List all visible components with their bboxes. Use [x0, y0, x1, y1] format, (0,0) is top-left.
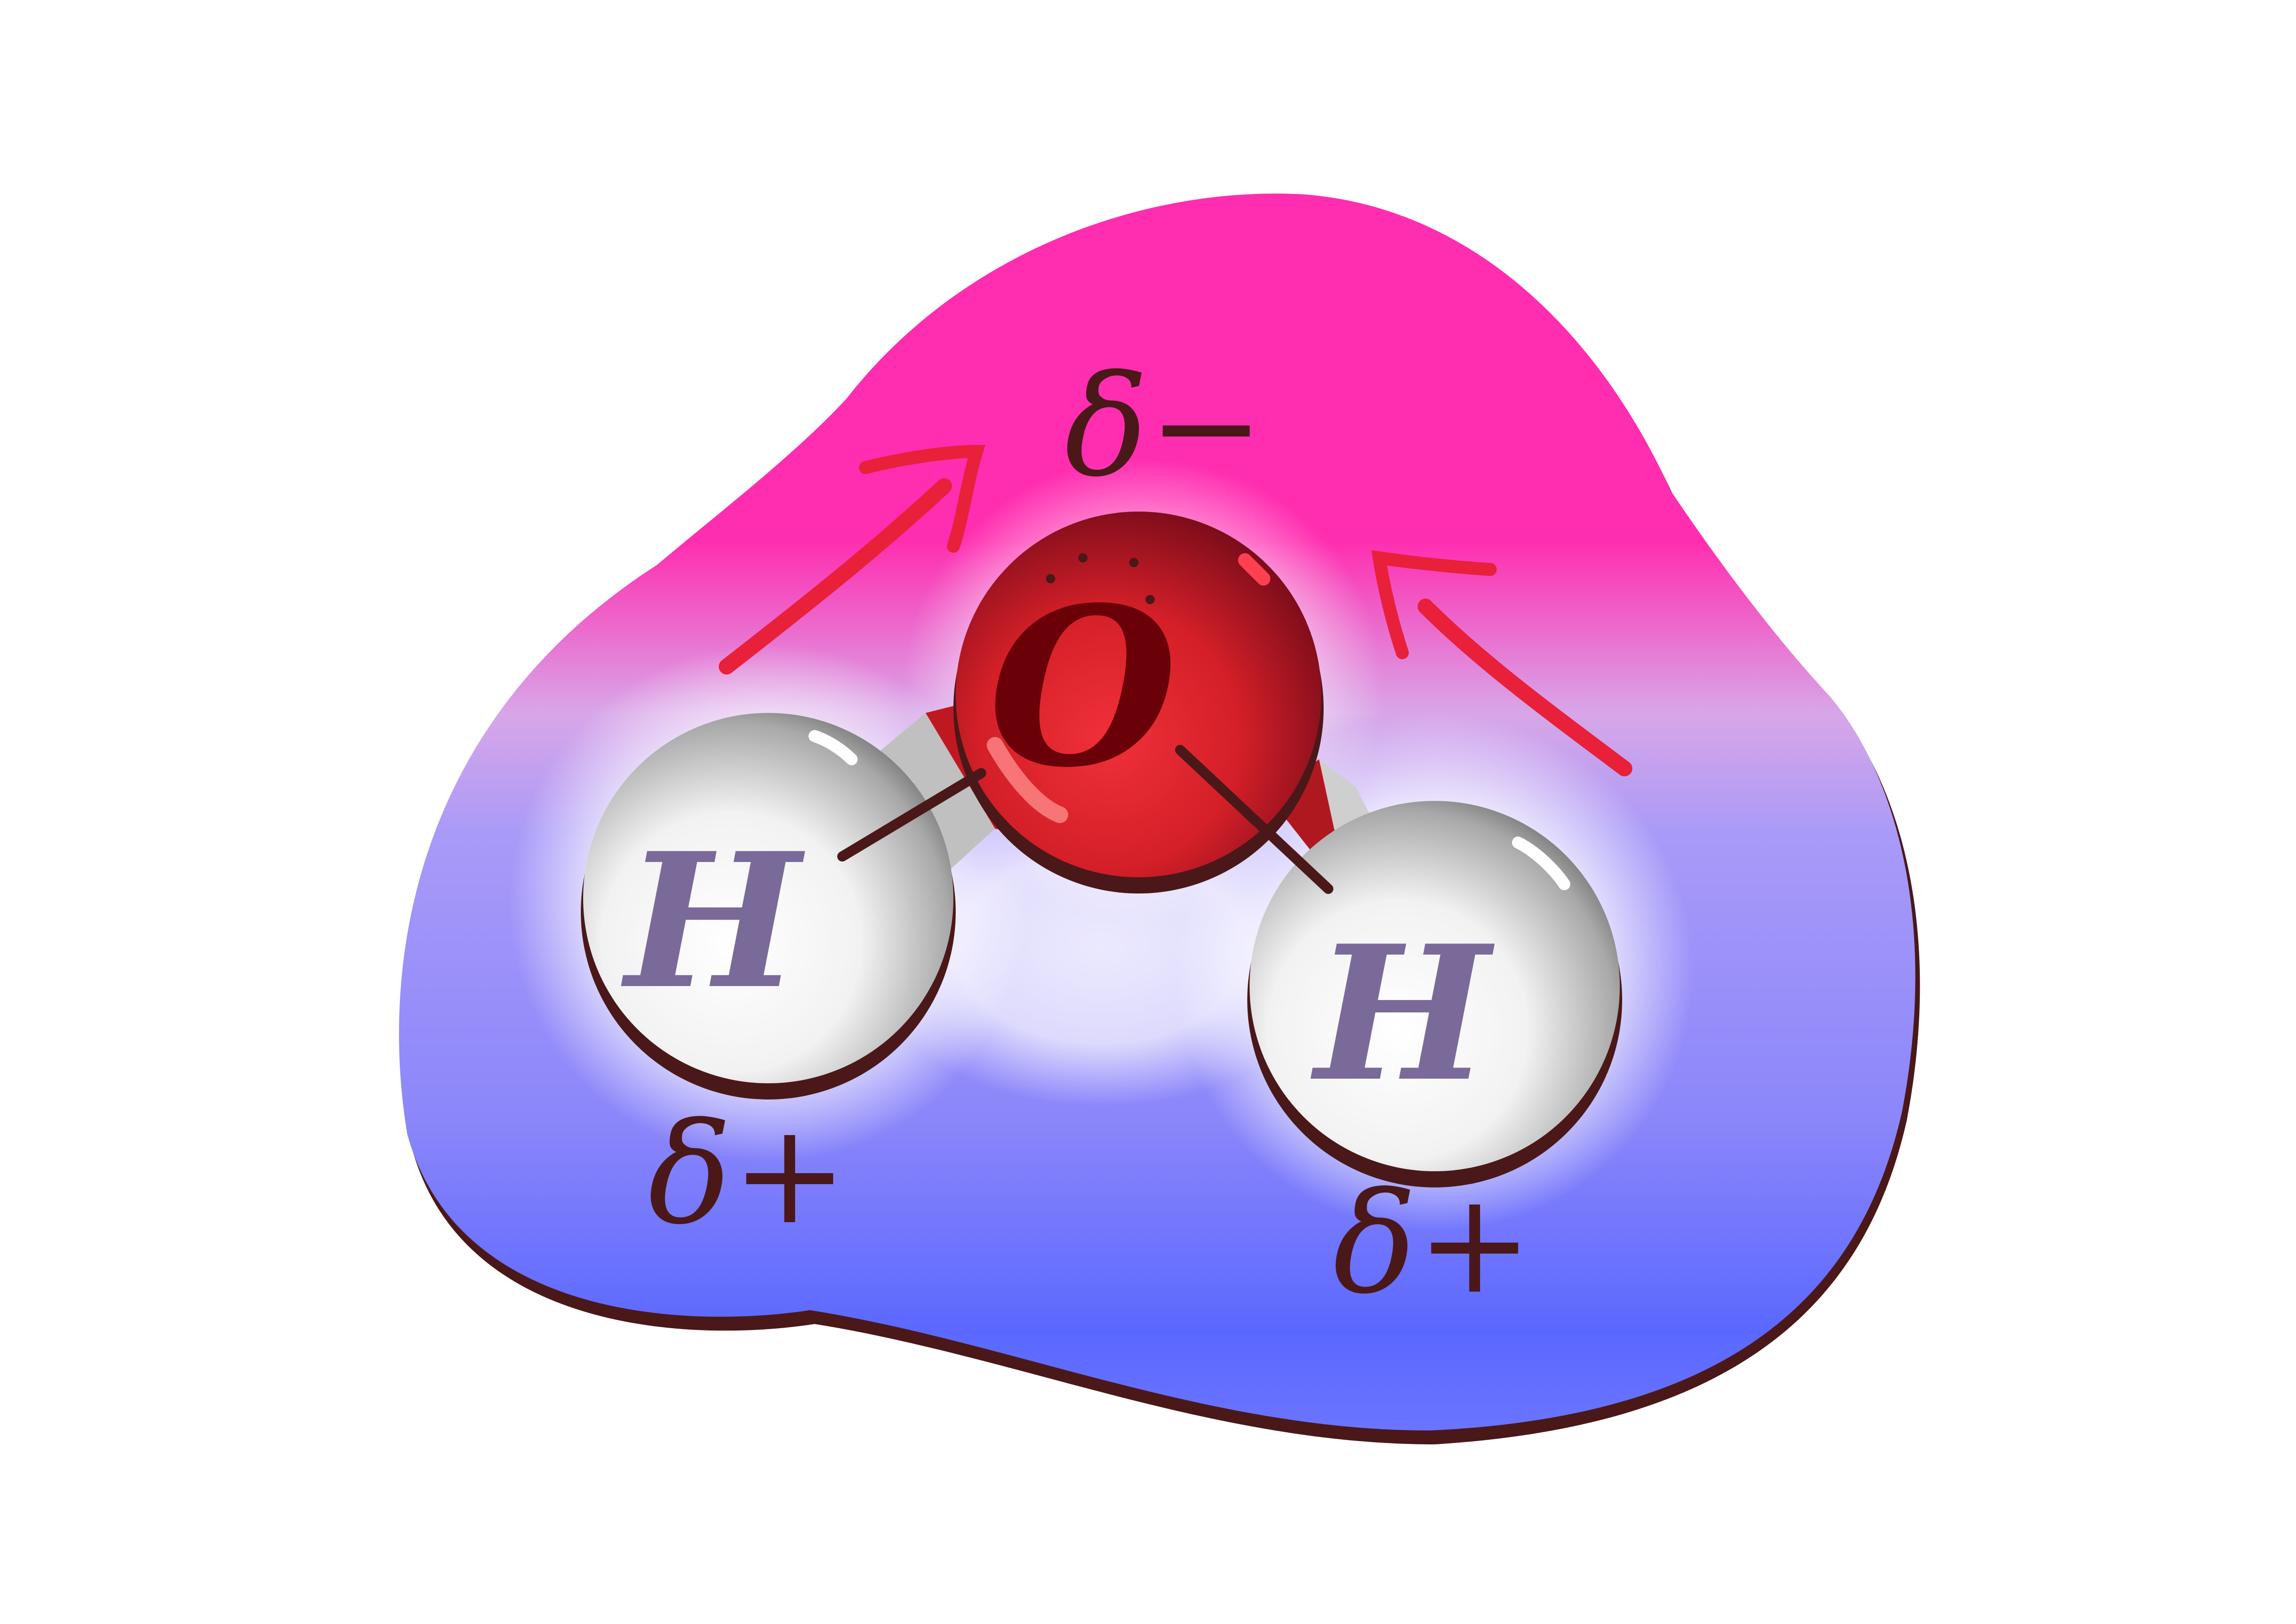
- left-hydrogen-atom: [583, 713, 953, 1083]
- oxygen-dot: [1129, 558, 1139, 567]
- oxygen-dot: [1145, 595, 1155, 604]
- oxygen-dot: [1046, 574, 1055, 583]
- right-hydrogen-symbol: H: [1309, 905, 1497, 1123]
- right-bond-line: [1175, 745, 1333, 894]
- left-bond-stub: [870, 713, 995, 875]
- oxygen-shine: [1238, 553, 1270, 586]
- right-hydrogen-atom: [1250, 801, 1620, 1171]
- left-hydrogen-symbol: H: [620, 812, 808, 1030]
- left-bond-line: [837, 768, 986, 862]
- oxygen-atom: [956, 512, 1321, 877]
- right-arrow: [1371, 550, 1632, 776]
- right-hydrogen-shine: [1512, 837, 1570, 890]
- oxygen-symbol: O: [988, 560, 1178, 815]
- left-arrow: [719, 444, 985, 675]
- left-hydrogen-charge-label: δ+: [648, 1093, 848, 1255]
- right-hydrogen-charge-label: δ+: [1333, 1163, 1533, 1324]
- oxygen-highlight: [987, 737, 1068, 823]
- left-hydrogen-shine: [809, 730, 858, 765]
- oxygen-dot: [1078, 553, 1088, 562]
- oxygen-charge-label: δ−: [1064, 346, 1264, 507]
